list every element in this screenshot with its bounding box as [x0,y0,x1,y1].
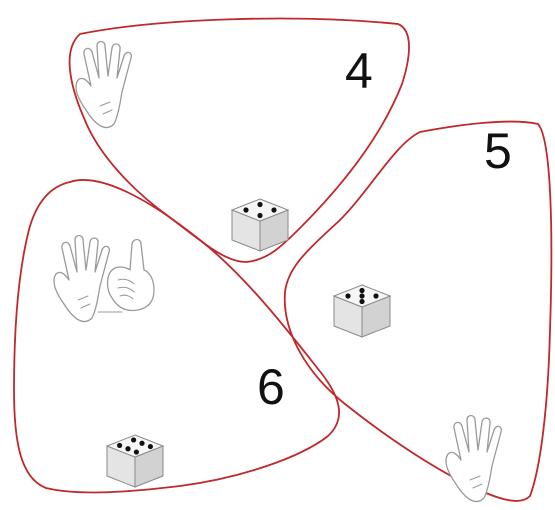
die-icon [107,435,163,487]
die-pip [117,443,122,448]
open-hand-icon [54,236,109,322]
die-pip [359,288,364,293]
region-six-number: 6 [257,359,285,415]
die-pip [257,202,262,207]
die-pip [131,437,136,442]
region-four-number: 4 [345,43,373,99]
thumb-hand-icon [108,240,155,311]
region-four: 4 [70,19,409,262]
die-icon [232,199,288,251]
open-hand-icon [446,416,501,502]
die-icon [334,285,390,337]
region-five: 5 [285,122,552,502]
die-pip [257,213,262,218]
die-pip [359,299,364,304]
die-pip [271,207,276,212]
die-pip [373,293,378,298]
die-pip [243,207,248,212]
region-five-number: 5 [484,123,512,179]
die-pip [125,446,130,451]
die-pip [345,293,350,298]
die-pip [359,293,364,298]
region-six: 6 [14,180,339,493]
open-hand-icon [76,42,131,128]
die-pip [139,441,144,446]
region-six-outline [14,180,339,493]
die-pip [134,449,139,454]
die-pip [148,444,153,449]
